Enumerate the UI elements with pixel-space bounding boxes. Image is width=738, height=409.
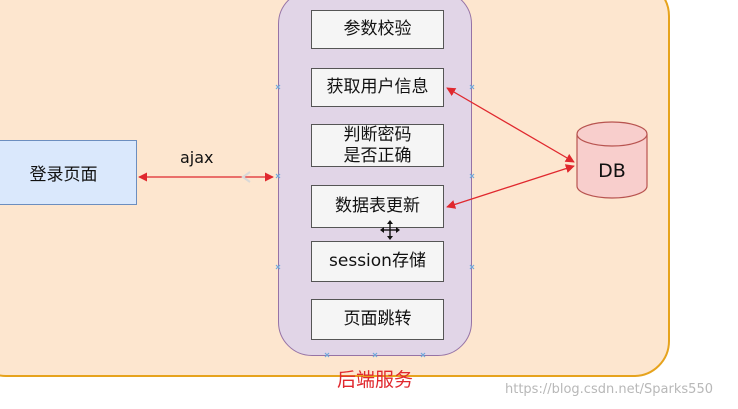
faint-arrow-hint: [241, 171, 251, 183]
step-update-table[interactable]: 数据表更新: [311, 185, 444, 228]
step-param-validation[interactable]: 参数校验: [311, 10, 444, 49]
login-page-box[interactable]: 登录页面: [0, 140, 137, 205]
ajax-label: ajax: [180, 148, 214, 167]
step-page-redirect[interactable]: 页面跳转: [311, 299, 444, 340]
step-check-password[interactable]: 判断密码 是否正确: [311, 124, 444, 167]
watermark-text: https://blog.csdn.net/Sparks550: [505, 382, 713, 397]
login-page-label: 登录页面: [29, 165, 98, 185]
step-get-user-info[interactable]: 获取用户信息: [311, 68, 444, 107]
user-info-db-arrow: [446, 87, 575, 163]
table-update-db-arrow: [446, 164, 575, 209]
backend-service-container: [278, 0, 472, 356]
database-cylinder[interactable]: [576, 121, 648, 199]
connection-points: [275, 84, 475, 358]
step-session-store[interactable]: session存储: [311, 241, 444, 282]
backend-service-title: 后端服务: [336, 369, 413, 391]
move-cursor-icon: [380, 220, 400, 240]
database-label: DB: [598, 160, 626, 182]
